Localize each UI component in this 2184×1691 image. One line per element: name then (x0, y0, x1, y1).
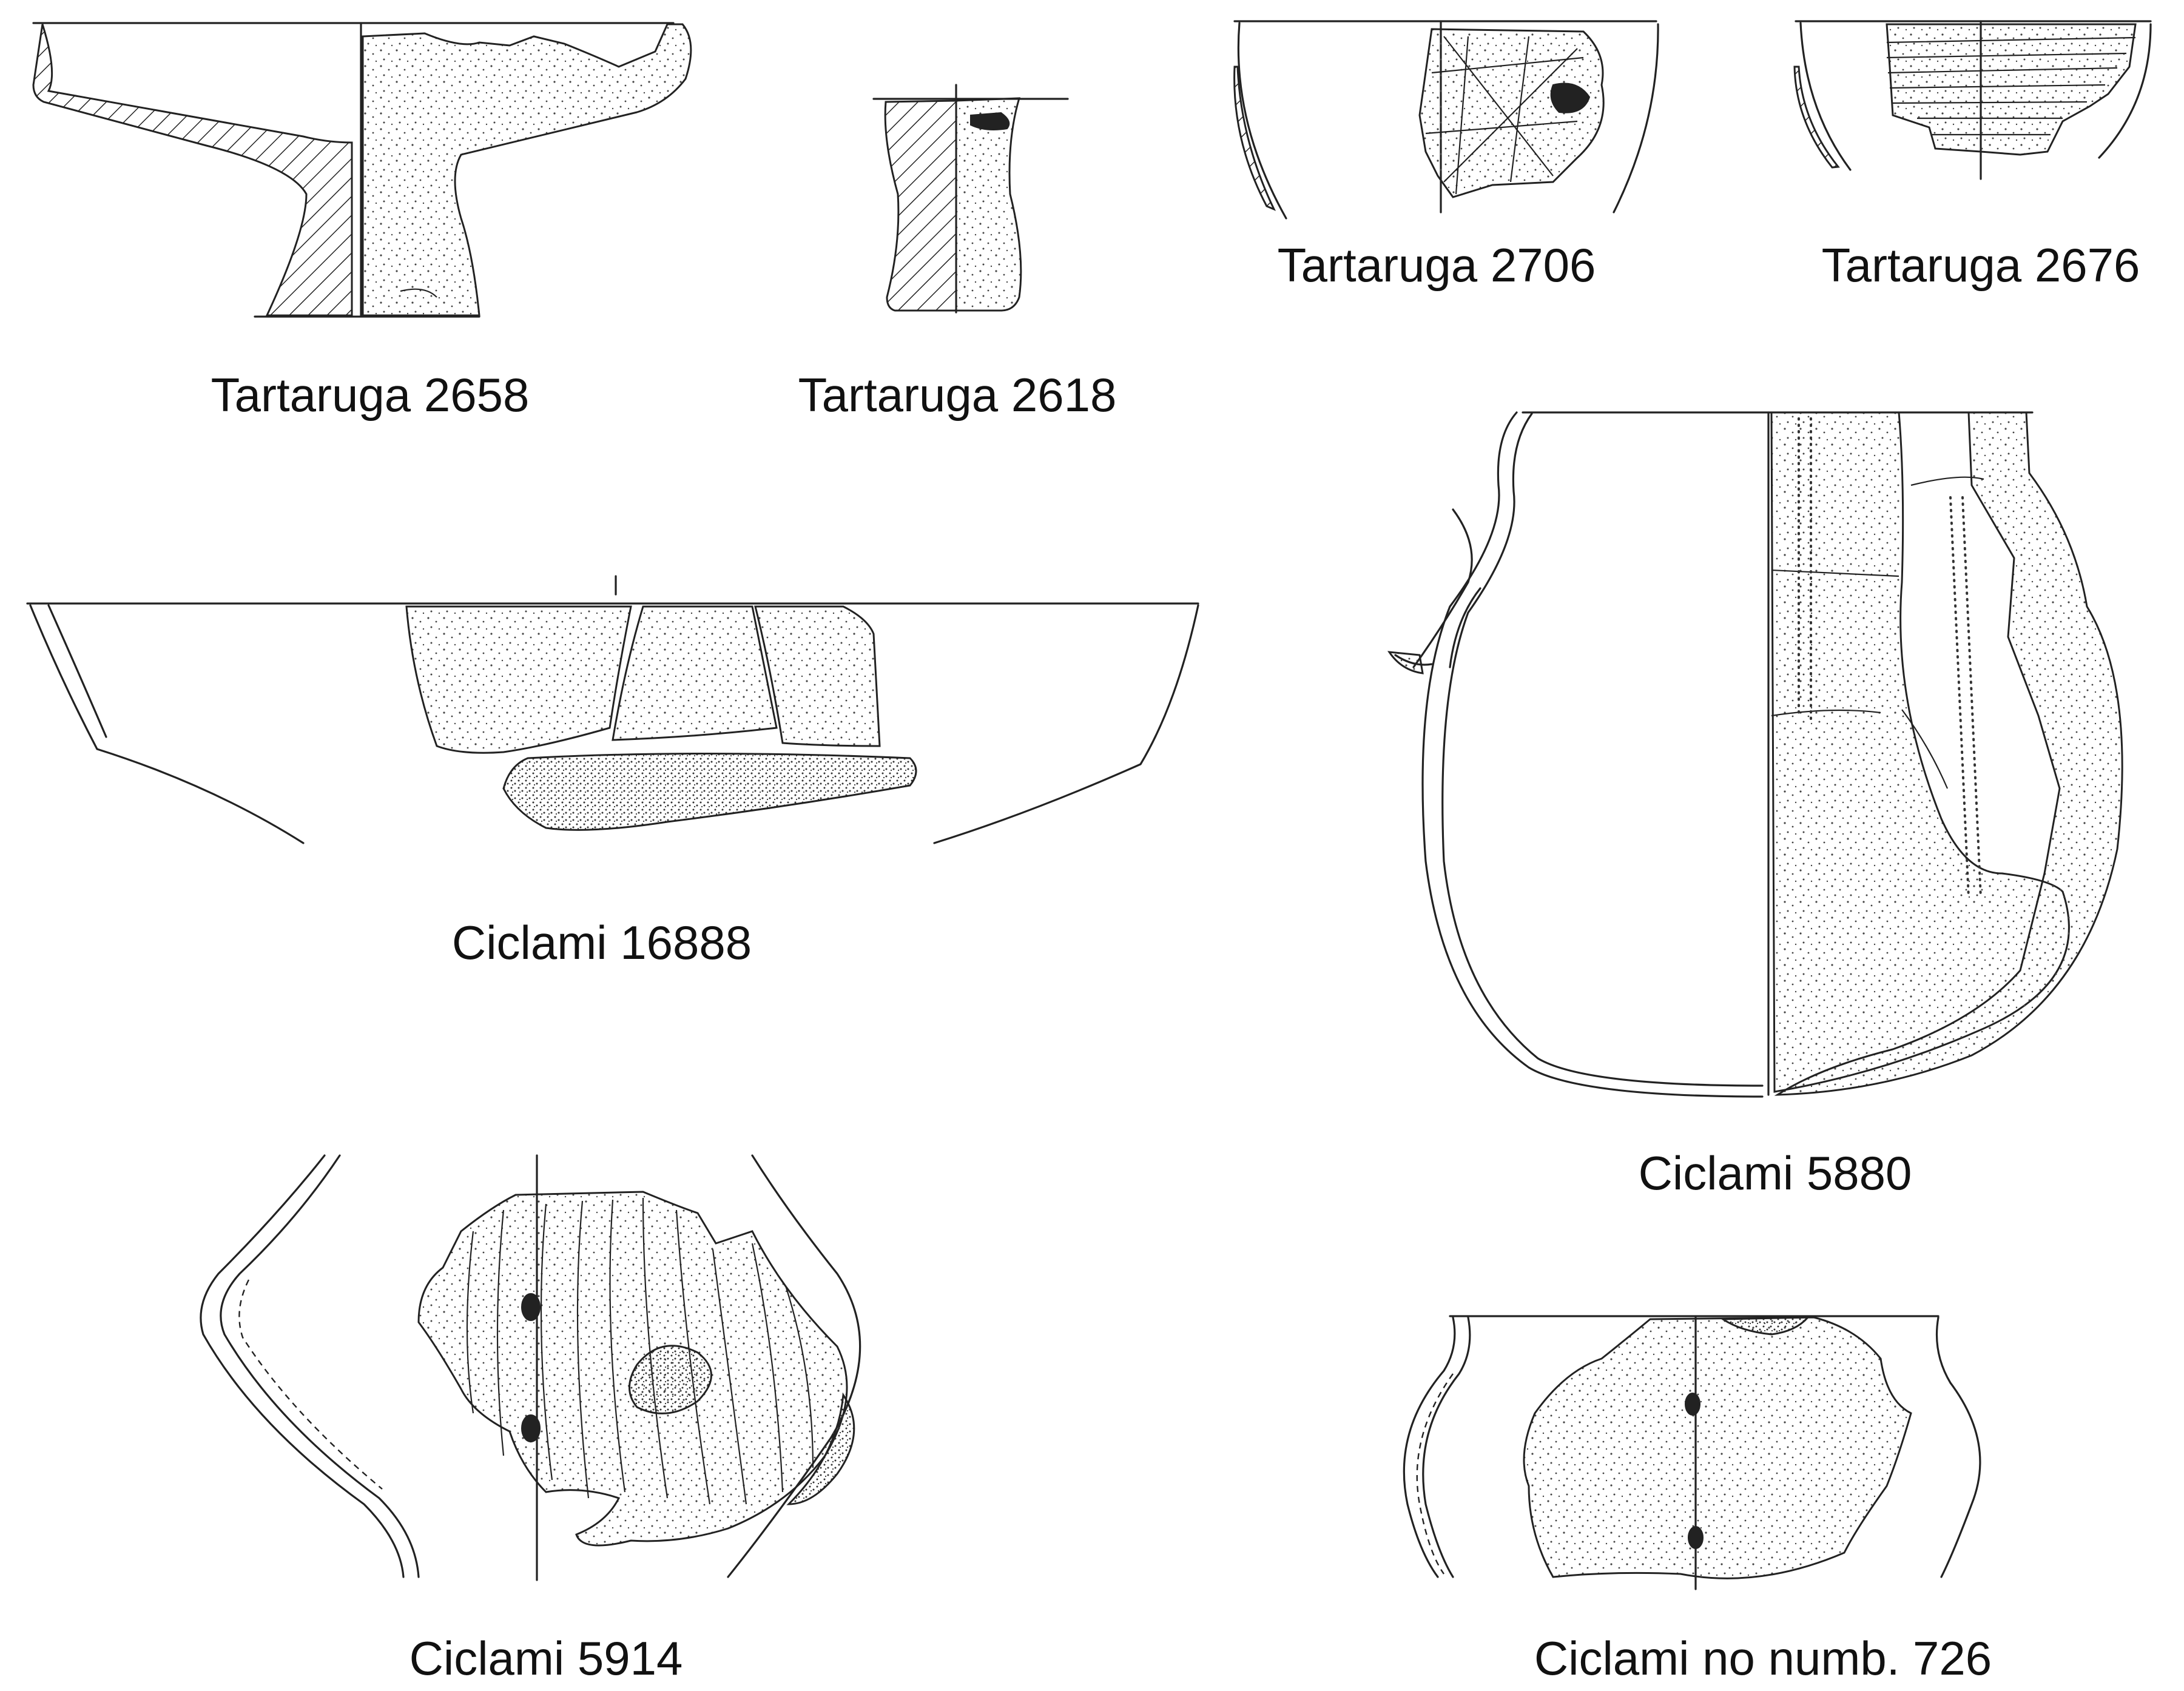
drawing-tartaruga-2676 (1793, 20, 2152, 180)
drawing-ciclami-16888 (26, 575, 1199, 844)
caption-tartaruga-2658: Tartaruga 2658 (211, 368, 530, 422)
caption-tartaruga-2706: Tartaruga 2706 (1277, 238, 1596, 292)
caption-tartaruga-2676: Tartaruga 2676 (1821, 238, 2140, 292)
caption-ciclami-726: Ciclami no numb. 726 (1534, 1632, 1992, 1685)
caption-tartaruga-2618: Tartaruga 2618 (798, 368, 1117, 422)
drawing-tartaruga-2618 (872, 84, 1069, 314)
drawing-ciclami-5914 (200, 1154, 861, 1581)
drawing-ciclami-5880 (1387, 411, 2123, 1098)
drawing-ciclami-726 (1403, 1315, 1981, 1590)
caption-ciclami-5880: Ciclami 5880 (1638, 1146, 1912, 1200)
caption-ciclami-5914: Ciclami 5914 (409, 1632, 683, 1685)
caption-ciclami-16888: Ciclami 16888 (451, 916, 752, 969)
drawing-tartaruga-2706 (1233, 20, 1659, 220)
drawing-tartaruga-2658 (32, 22, 692, 318)
